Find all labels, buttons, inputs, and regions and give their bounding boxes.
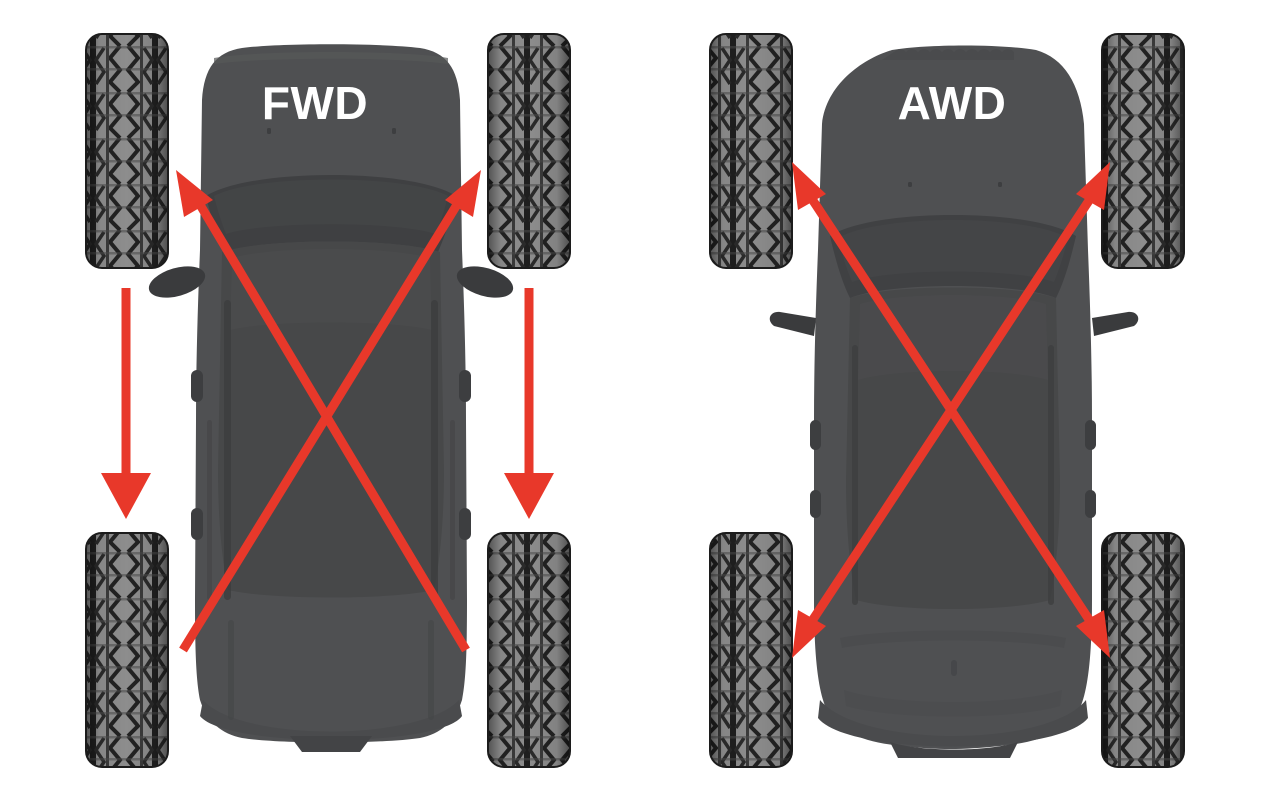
- fwd-tire-rear-right: [487, 532, 571, 768]
- awd-trunk-badge: [951, 660, 957, 676]
- awd-mirror-left: [769, 311, 816, 336]
- awd-trunk-seam: [840, 630, 1066, 648]
- awd-handle-fl: [810, 420, 821, 450]
- fwd-arrow-straight-right: [504, 288, 554, 519]
- awd-arrow-diag-b: [792, 162, 1110, 658]
- fwd-arrow-cross-rr: [179, 170, 481, 653]
- fwd-handle-rr: [459, 508, 471, 540]
- fwd-handle-rl: [191, 508, 203, 540]
- awd-hood-nose: [882, 49, 1014, 60]
- fwd-tire-front-right: [487, 33, 571, 269]
- awd-diagram: [709, 33, 1185, 768]
- awd-wiper-left: [908, 182, 912, 187]
- awd-roof: [846, 287, 1060, 609]
- fwd-windshield-reflection: [214, 179, 448, 234]
- awd-wiper-right: [998, 182, 1002, 187]
- fwd-seam-left: [207, 420, 212, 600]
- fwd-wiper-right: [392, 128, 396, 134]
- awd-handle-fr: [1085, 420, 1096, 450]
- fwd-mirror-left: [148, 266, 206, 298]
- awd-mirror-right: [1092, 311, 1139, 336]
- fwd-mirror-right: [456, 266, 514, 298]
- awd-vehicle-body: [769, 45, 1139, 758]
- panel-fwd: FWD: [85, 33, 571, 768]
- fwd-seam-rear-right: [428, 620, 434, 720]
- awd-roof-highlight: [858, 295, 1048, 380]
- fwd-seam-right: [450, 420, 455, 600]
- awd-rear-bumper: [818, 700, 1088, 747]
- fwd-rear-valance: [290, 736, 372, 752]
- fwd-tire-front-left: [85, 33, 169, 269]
- fwd-handle-fl: [191, 370, 203, 402]
- awd-rear-deck: [844, 690, 1062, 717]
- fwd-tire-rear-left: [85, 532, 169, 768]
- fwd-seam-rear-left: [228, 620, 234, 720]
- fwd-diagram: [85, 33, 571, 768]
- awd-roof-rail-right: [1048, 345, 1054, 605]
- fwd-roof-highlight: [230, 249, 432, 330]
- fwd-hood-crease: [214, 52, 448, 64]
- awd-label: AWD: [897, 77, 1007, 129]
- awd-rear-valance: [890, 742, 1018, 758]
- fwd-handle-fr: [459, 370, 471, 402]
- awd-tire-front-right: [1101, 33, 1185, 269]
- awd-windshield-reflection: [838, 220, 1068, 282]
- awd-tire-rear-right: [1101, 532, 1185, 768]
- fwd-roof-rail-left: [224, 300, 231, 600]
- fwd-roof-rail-right: [431, 300, 438, 600]
- awd-tire-front-left: [709, 33, 793, 269]
- fwd-label: FWD: [261, 77, 369, 129]
- fwd-arrow-straight-left: [101, 288, 151, 519]
- fwd-wiper-left: [267, 128, 271, 134]
- awd-handle-rl: [810, 490, 821, 518]
- awd-tire-rear-left: [709, 532, 793, 768]
- fwd-rear-bumper: [200, 700, 462, 740]
- awd-handle-rr: [1085, 490, 1096, 518]
- fwd-arrow-cross-rl: [176, 170, 470, 653]
- panel-awd: AWD: [640, 0, 1280, 800]
- awd-roof-rail-left: [852, 345, 858, 605]
